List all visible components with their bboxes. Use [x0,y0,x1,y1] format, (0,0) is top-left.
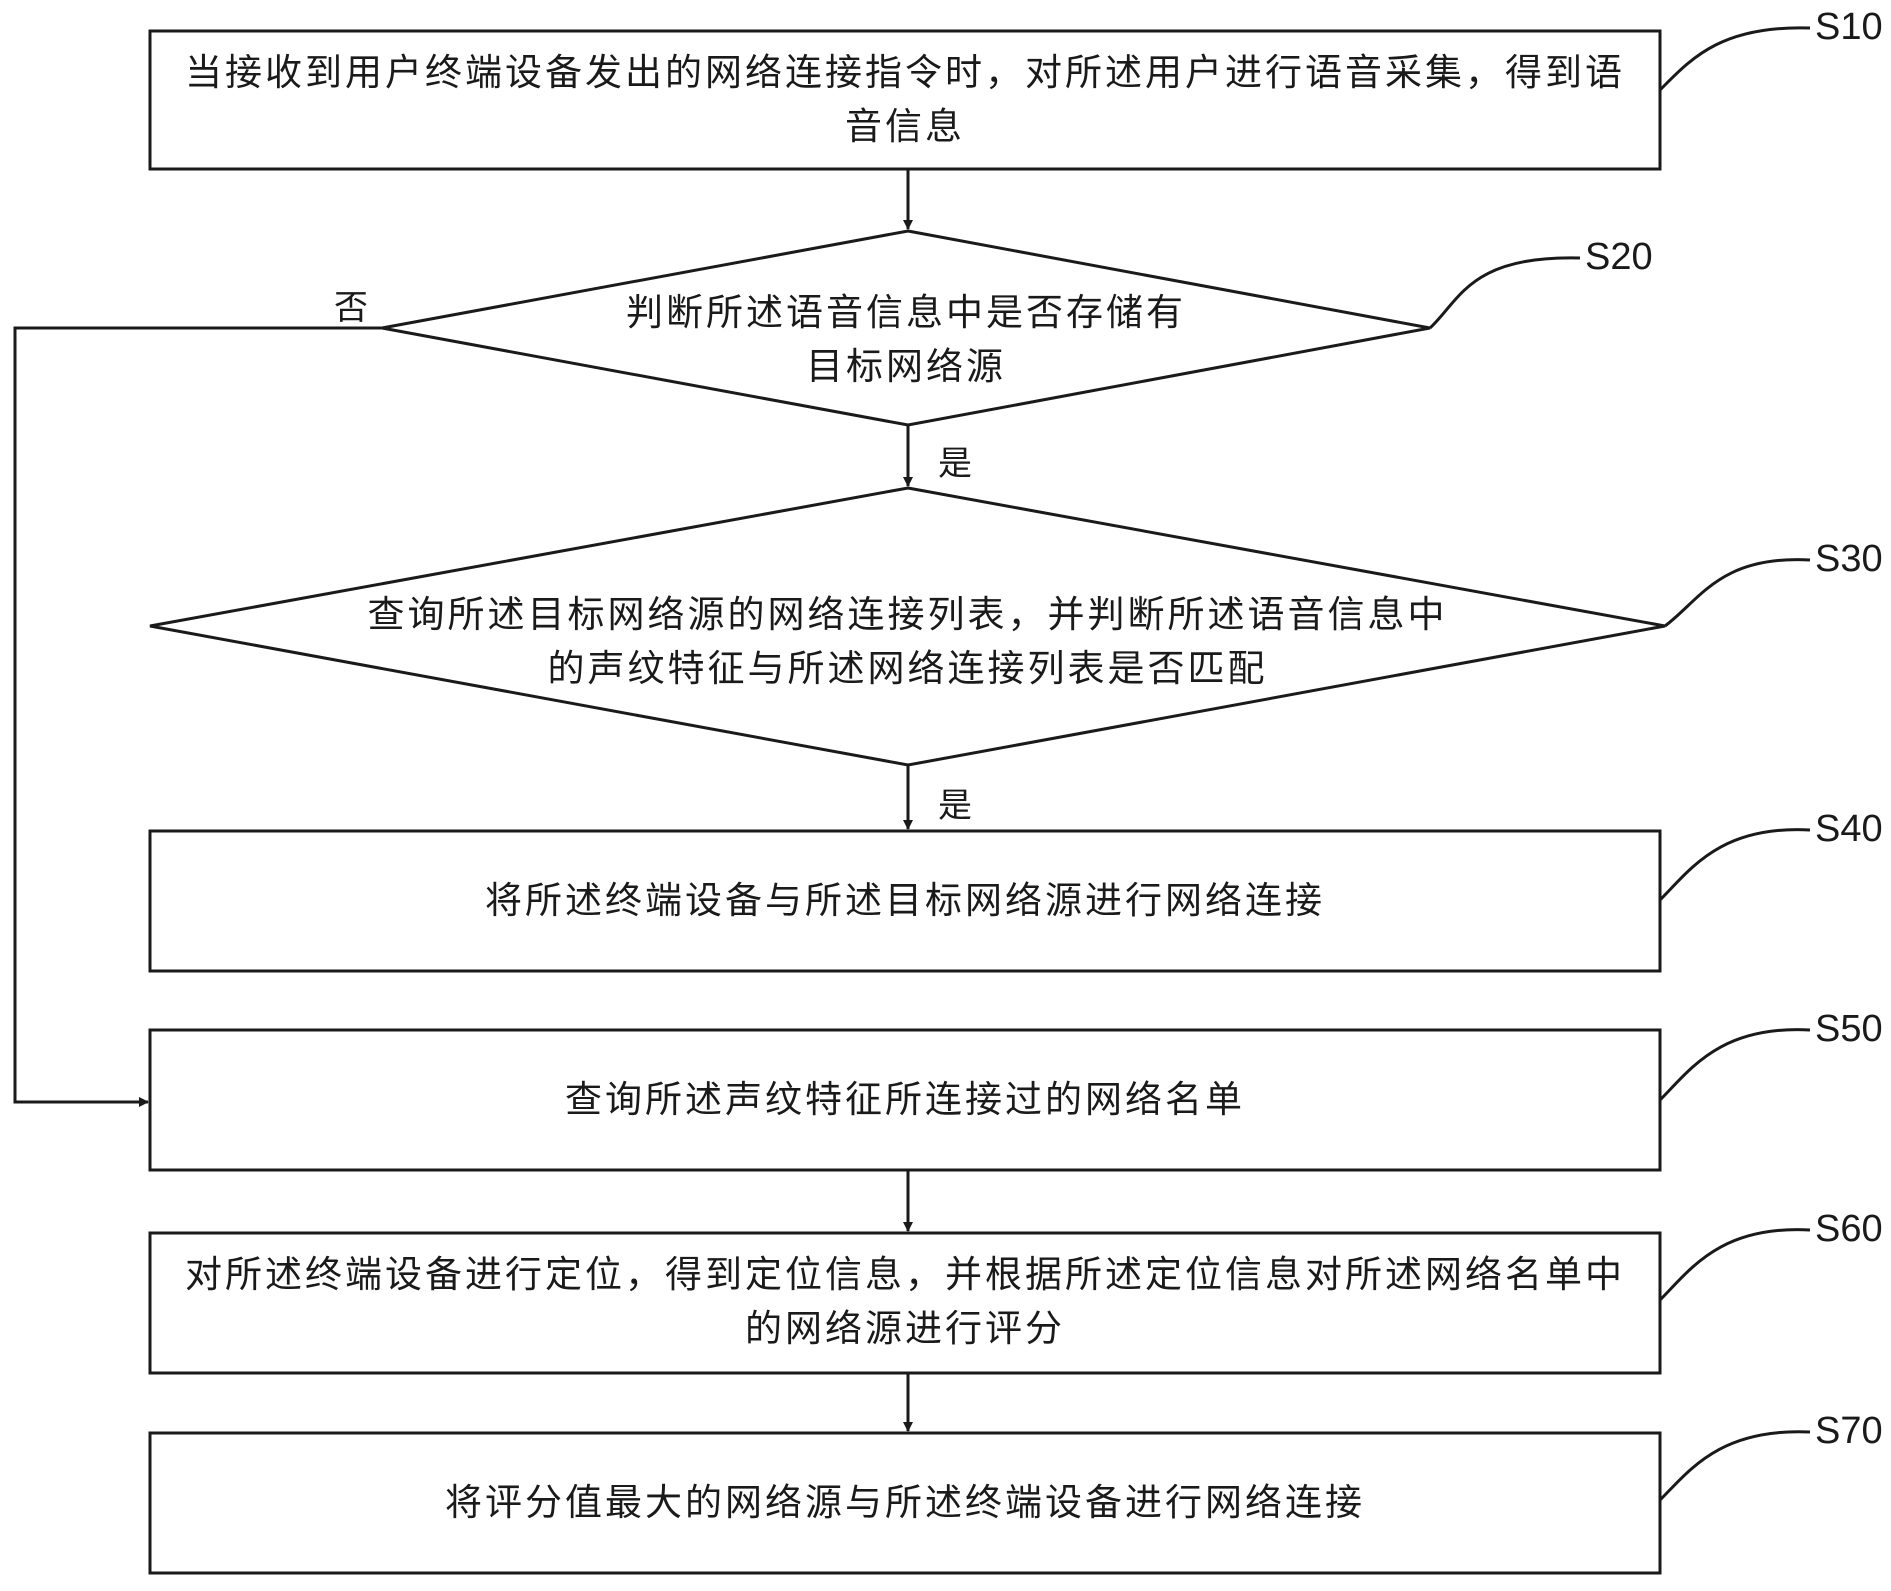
s60-leader [1658,1228,1811,1302]
s70-leader [1658,1430,1811,1502]
s40-label: S40 [1815,808,1883,850]
s60-box [148,1231,1662,1375]
s10-label: S10 [1815,6,1883,48]
s40-text: 将所述终端设备与所述目标网络源进行网络连接 [485,879,1325,922]
s10-leader [1658,26,1811,92]
s70-box [148,1431,1662,1575]
s60-text: 对所述终端设备进行定位，得到定位信息，并根据所述定位信息对所述网络名单中 的网络… [185,1253,1625,1350]
s10-text: 当接收到用户终端设备发出的网络连接指令时，对所述用户进行语音采集，得到语 音信息 [185,51,1625,148]
s20-leader [1428,256,1581,330]
s60-label: S60 [1815,1208,1883,1250]
s70-label: S70 [1815,1410,1883,1452]
s20-no-label: 否 [334,288,368,328]
arrow-s20-no-to-s50 [13,326,382,1107]
s10-box [148,29,1662,171]
s20-label: S20 [1585,236,1653,278]
s50-text: 查询所述声纹特征所连接过的网络名单 [565,1078,1245,1121]
s30-leader [1664,558,1811,628]
s20-text: 判断所述语音信息中是否存储有 目标网络源 [626,291,1186,388]
s30-text: 查询所述目标网络源的网络连接列表，并判断所述语音信息中 的声纹特征与所述网络连接… [367,593,1448,690]
s30-yes-label: 是 [938,786,972,826]
s50-label: S50 [1815,1008,1883,1050]
s30-label: S30 [1815,538,1883,580]
s50-leader [1658,1028,1811,1102]
s40-leader [1658,828,1811,902]
s40-box [148,829,1662,973]
s20-yes-label: 是 [938,444,972,484]
s70-text: 将评分值最大的网络源与所述终端设备进行网络连接 [445,1481,1365,1524]
